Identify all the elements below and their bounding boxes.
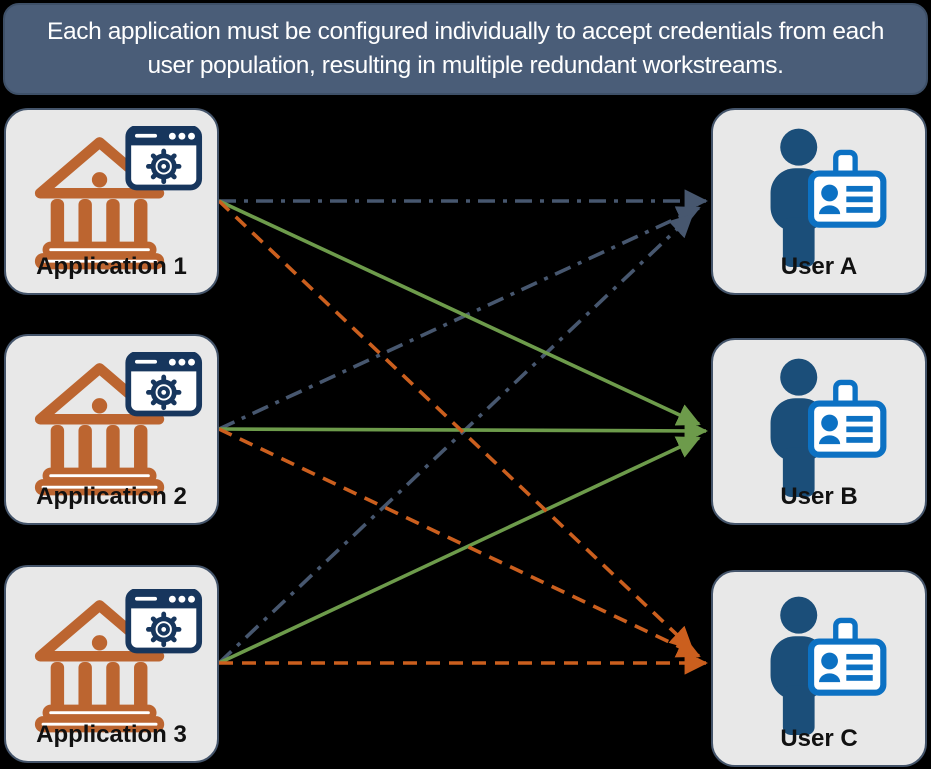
user-a-node: User A xyxy=(711,108,927,295)
banner: Each application must be configured indi… xyxy=(3,3,928,95)
application-icon-wrap xyxy=(6,126,217,270)
user-b-node: User B xyxy=(711,338,927,525)
application-3-node: Application 3 xyxy=(4,565,219,763)
connector-app1-userB xyxy=(218,199,701,426)
application-icon-wrap xyxy=(6,352,217,496)
application-1-node: Application 1 xyxy=(4,108,219,295)
connector-app3-userB xyxy=(218,436,701,665)
bank-app-window-icon xyxy=(21,589,203,733)
application-3-label: Application 3 xyxy=(36,721,187,748)
user-icon-wrap xyxy=(713,126,925,267)
person-id-badge-icon xyxy=(744,356,894,497)
person-id-badge-icon xyxy=(744,594,894,735)
user-icon-wrap xyxy=(713,356,925,497)
application-1-label: Application 1 xyxy=(36,253,187,280)
person-id-badge-icon xyxy=(744,126,894,267)
user-a-label: User A xyxy=(780,253,858,280)
application-2-label: Application 2 xyxy=(36,483,187,510)
user-icon-wrap xyxy=(713,594,925,735)
connector-app1-userC xyxy=(217,199,694,651)
banner-text: Each application must be configured indi… xyxy=(47,18,884,79)
user-b-label: User B xyxy=(780,483,858,510)
bank-app-window-icon xyxy=(21,352,203,496)
application-2-node: Application 2 xyxy=(4,334,219,525)
user-c-node: User C xyxy=(711,570,927,767)
connector-app3-userA xyxy=(217,213,694,665)
connector-app2-userC xyxy=(218,427,701,658)
bank-app-window-icon xyxy=(21,126,203,270)
user-c-label: User C xyxy=(780,725,858,752)
application-icon-wrap xyxy=(6,589,217,733)
connector-app2-userA xyxy=(218,206,701,431)
